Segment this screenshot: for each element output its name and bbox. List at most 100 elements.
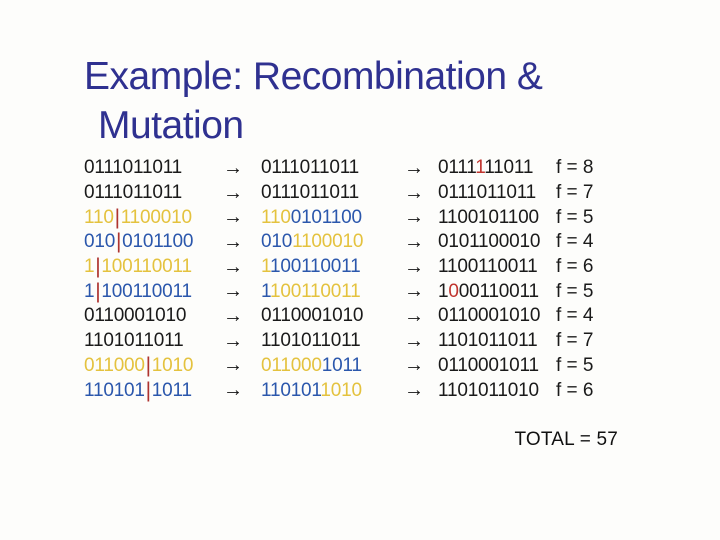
bit-segment-yellow: 1010 <box>151 354 194 376</box>
arrow-icon: → <box>404 181 424 204</box>
slide-title: Example: Recombination & Mutation <box>84 52 543 150</box>
arrow-icon: → <box>223 181 243 204</box>
bit-segment-black: 1101011010 <box>438 379 539 401</box>
bit-segment-yellow: 1 <box>84 256 95 278</box>
bit-segment-black: 0111011011 <box>261 157 360 179</box>
crossover-point-bar: | <box>95 255 101 279</box>
parent-string: 1101011011 <box>84 330 222 352</box>
mutated-string: 0101100010 <box>438 231 556 253</box>
bit-segment-black: 1101011011 <box>84 330 184 352</box>
fitness-value: f = 5 <box>556 354 594 376</box>
bit-segment-yellow: 1100010 <box>292 231 364 253</box>
offspring-string: 1100110011 <box>261 256 403 278</box>
offspring-string: 0110001011 <box>261 355 403 377</box>
bit-segment-black: 0111011011 <box>261 182 360 204</box>
offspring-string: 0111011011 <box>261 182 403 204</box>
mutated-string: 1100101100 <box>438 207 556 229</box>
bit-segment-black: 0101100010 <box>438 231 541 253</box>
total-fitness-label: TOTAL = 57 <box>514 429 618 450</box>
bit-segment-black: 0111 <box>438 157 476 179</box>
arrow-icon: → <box>404 255 424 278</box>
offspring-string: 1101011010 <box>261 380 403 402</box>
bit-segment-black: 0110001010 <box>84 305 187 327</box>
arrow-icon: → <box>223 206 243 229</box>
bit-segment-yellow: 1010 <box>320 379 362 401</box>
arrow-icon: → <box>223 329 243 352</box>
bit-segment-black: 0110001010 <box>261 305 364 327</box>
parent-string: 010|0101100 <box>84 231 222 253</box>
bit-segment-black: 0111011011 <box>438 182 537 204</box>
crossover-point-bar: | <box>95 279 101 303</box>
bit-segment-black: 0111011011 <box>84 157 183 179</box>
bit-segment-yellow: 110 <box>84 206 114 228</box>
bit-segment-yellow: 110 <box>261 206 291 228</box>
crossover-point-bar: | <box>145 353 151 377</box>
fitness-value: f = 5 <box>556 280 594 302</box>
parent-string: 0111011011 <box>84 157 222 179</box>
mutated-string: 0111111011 <box>438 157 556 179</box>
bit-segment-yellow: 100110011 <box>101 256 192 278</box>
fitness-value: f = 7 <box>556 330 594 352</box>
arrow-icon: → <box>223 156 243 179</box>
bit-segment-blue: 110101 <box>84 379 145 401</box>
bit-segment-blue: 010 <box>261 231 293 253</box>
bit-segment-yellow: 100110011 <box>269 280 361 302</box>
arrow-icon: → <box>223 230 243 253</box>
arrow-icon: → <box>404 156 424 179</box>
bit-segment-blue: 010 <box>84 231 116 253</box>
bit-segment-black: 11011 <box>484 157 534 179</box>
crossover-point-bar: | <box>114 205 120 229</box>
bit-segment-black: 0111011011 <box>84 182 183 204</box>
bit-segment-red: 0 <box>448 280 459 302</box>
offspring-string: 0101100010 <box>261 231 403 253</box>
parent-string: 110|1100010 <box>84 207 222 229</box>
arrow-icon: → <box>223 280 243 303</box>
bit-segment-blue: 100110011 <box>269 256 361 278</box>
bit-segment-black: 1101011011 <box>438 330 538 352</box>
mutated-string: 1101011010 <box>438 380 556 402</box>
fitness-value: f = 6 <box>556 256 594 278</box>
table-row: 0111011011 → 0111011011 → 0111011011 f = 7 <box>84 181 626 206</box>
mutated-string: 1000110011 <box>438 281 556 303</box>
bit-segment-blue: 0101100 <box>290 206 362 228</box>
bit-segment-black: 1 <box>438 280 449 302</box>
parent-string: 1|100110011 <box>84 281 222 303</box>
arrow-icon: → <box>223 379 243 402</box>
fitness-value: f = 5 <box>556 206 594 228</box>
mutated-string: 1100110011 <box>438 256 556 278</box>
bit-segment-yellow: 1 <box>261 256 270 278</box>
offspring-string: 1101011011 <box>261 330 403 352</box>
offspring-string: 1100110011 <box>261 281 403 303</box>
bit-segment-black: 1100101100 <box>438 206 539 228</box>
bit-segment-black: 00110011 <box>458 280 539 302</box>
arrow-icon: → <box>223 255 243 278</box>
offspring-string: 1100101100 <box>261 207 403 229</box>
bit-segment-blue: 1 <box>84 280 95 302</box>
bit-segment-blue: 110101 <box>261 379 321 401</box>
mutated-string: 1101011011 <box>438 330 556 352</box>
fitness-value: f = 7 <box>556 182 594 204</box>
bit-segment-blue: 0101100 <box>122 231 194 253</box>
bit-segment-blue: 1011 <box>321 354 362 376</box>
bit-segment-blue: 100110011 <box>101 280 192 302</box>
crossover-point-bar: | <box>115 230 122 254</box>
fitness-value: f = 4 <box>556 231 594 253</box>
arrow-icon: → <box>404 206 424 229</box>
fitness-value: f = 6 <box>556 379 594 401</box>
parent-string: 110101|1011 <box>84 380 222 402</box>
bit-segment-red: 1 <box>475 157 485 179</box>
bit-segment-black: 0110001011 <box>438 354 539 376</box>
parent-string: 011000|1010 <box>84 355 222 377</box>
bit-segment-yellow: 011000 <box>84 354 145 376</box>
arrow-icon: → <box>223 304 243 327</box>
arrow-icon: → <box>404 304 424 327</box>
parent-string: 0110001010 <box>84 305 222 327</box>
fitness-value: f = 8 <box>556 157 594 179</box>
